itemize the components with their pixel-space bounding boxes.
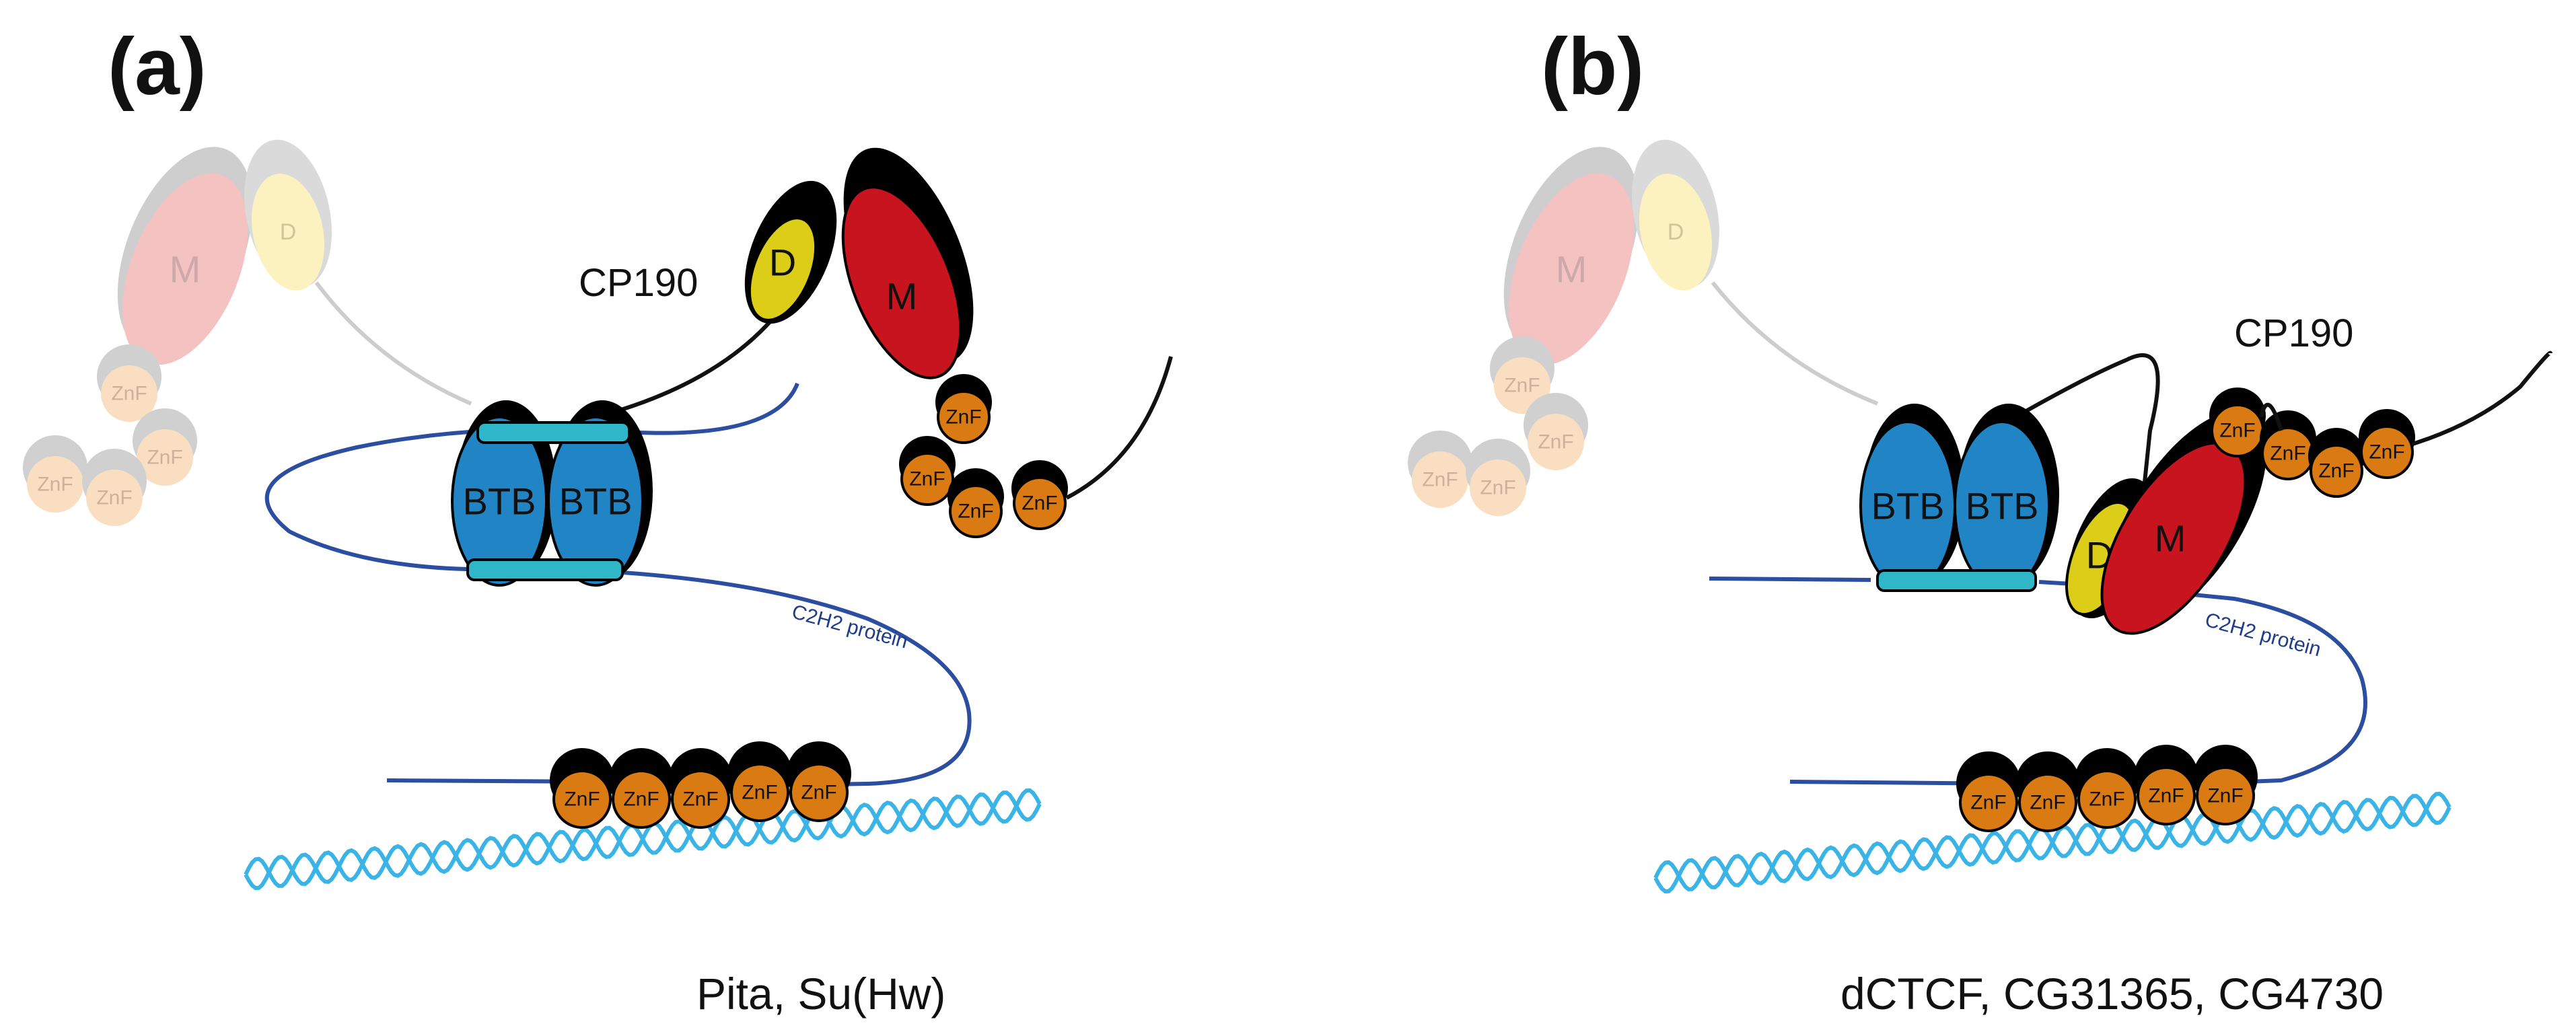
faded-d-label-b: D	[1668, 219, 1684, 245]
cp190-linker-a	[618, 308, 783, 412]
znf-label: ZnF	[2148, 785, 2184, 807]
linker-bar-b	[1876, 569, 2037, 592]
btb-domain-a-1	[451, 416, 548, 587]
m-label-a: M	[886, 275, 918, 318]
znf-label: ZnF	[945, 406, 981, 429]
panel-a: (a) M D ZnF ZnF ZnF ZnF CP190	[23, 22, 1173, 1019]
znf-label: ZnF	[2089, 788, 2124, 811]
faded-znf-label: ZnF	[1538, 431, 1573, 453]
znf-label: ZnF	[2369, 441, 2404, 464]
faded-znf-cluster-b: ZnF ZnF ZnF ZnF	[1408, 336, 1588, 516]
btb-label: BTB	[463, 480, 536, 523]
faded-znf-cluster-a: ZnF ZnF ZnF ZnF	[23, 344, 197, 526]
panel-b-label: (b)	[1541, 22, 1644, 112]
d-label-a: D	[769, 242, 796, 284]
faded-d-label-a: D	[280, 219, 297, 245]
znf-label: ZnF	[909, 468, 945, 490]
faded-znf-label: ZnF	[96, 487, 132, 509]
faded-znf-label: ZnF	[37, 474, 73, 496]
faded-znf-label: ZnF	[1504, 375, 1540, 397]
linker-bar-bottom-a	[466, 558, 624, 581]
znf-label: ZnF	[2030, 792, 2065, 814]
znf-label: ZnF	[1970, 792, 2006, 814]
znf-label: ZnF	[623, 788, 659, 811]
znf-label: ZnF	[1022, 492, 1057, 515]
znf-cluster-b: ZnF ZnF ZnF ZnF	[2209, 387, 2415, 498]
btb-label: BTB	[1966, 485, 2039, 527]
faded-cp190-a: M D ZnF ZnF ZnF ZnF	[23, 139, 472, 526]
caption-b: dCTCF, CG31365, CG4730	[1840, 969, 2384, 1019]
d-domain-a	[748, 217, 818, 322]
faded-d-domain-a	[251, 174, 325, 291]
btb-domain-a-2	[547, 416, 644, 587]
znf-label: ZnF	[958, 501, 993, 523]
faded-znf-label: ZnF	[111, 383, 147, 405]
znf-label: ZnF	[801, 782, 836, 804]
cp190-active-a: D M ZnF ZnF ZnF ZnF	[744, 147, 1173, 538]
faded-znf-label: ZnF	[1422, 469, 1458, 491]
znf-label: ZnF	[2219, 420, 2255, 442]
btb-label: BTB	[559, 480, 633, 523]
m-label-b: M	[2155, 517, 2186, 560]
c2h2-label-a: C2H2 protein	[789, 601, 910, 653]
c2h2-label-b: C2H2 protein	[2203, 609, 2323, 661]
znf-cluster-a: ZnF ZnF ZnF ZnF	[899, 374, 1068, 538]
faded-cp190-b: M D ZnF ZnF ZnF ZnF	[1408, 139, 1879, 516]
znf-label: ZnF	[742, 782, 777, 804]
linker-bar-top-a	[476, 421, 631, 444]
cp190-label-a: CP190	[579, 261, 698, 305]
faded-znf-label: ZnF	[1480, 477, 1515, 499]
znf-label: ZnF	[2207, 785, 2243, 807]
panel-b: (b) M D ZnF ZnF ZnF ZnF CP190	[1408, 22, 2552, 1019]
cp190-label-b: CP190	[2234, 311, 2353, 355]
faded-m-label-a: M	[170, 248, 201, 291]
btb-dimer-a: BTB BTB	[451, 400, 653, 587]
m-domain-a	[841, 186, 962, 379]
btb-label: BTB	[1871, 485, 1945, 527]
dna-helix-b	[1653, 791, 2452, 894]
faded-d-domain-b	[1639, 174, 1713, 291]
znf-label: ZnF	[2318, 460, 2354, 482]
caption-a: Pita, Su(Hw)	[696, 969, 945, 1019]
znf-label: ZnF	[682, 788, 718, 811]
btb-dimer-b: BTB BTB	[1859, 404, 2059, 592]
cp190-active-b: D M ZnF ZnF ZnF ZnF	[2065, 350, 2552, 635]
faded-m-domain-b	[1508, 173, 1635, 365]
znf-row-a: ZnF ZnF ZnF ZnF ZnF	[550, 741, 851, 829]
faded-m-label-b: M	[1556, 248, 1587, 291]
panel-a-label: (a)	[108, 22, 207, 112]
znf-row-b: ZnF ZnF ZnF ZnF ZnF	[1956, 745, 2258, 832]
faded-m-domain-a	[122, 173, 248, 365]
znf-label: ZnF	[2270, 443, 2305, 465]
faded-znf-label: ZnF	[147, 447, 182, 469]
znf-label: ZnF	[564, 788, 600, 811]
dna-helix-a	[244, 788, 1042, 891]
